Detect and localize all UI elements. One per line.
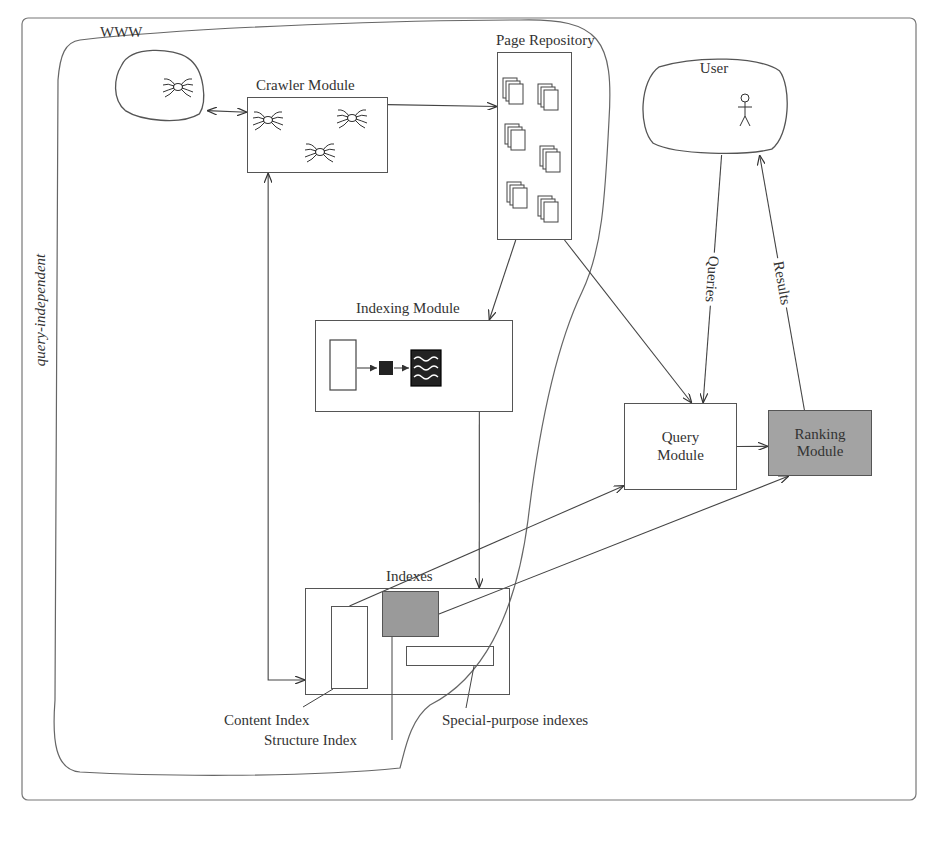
edge-label: Results (770, 256, 795, 308)
node-label: Ranking Module (785, 426, 855, 461)
connector (207, 111, 247, 113)
connector (439, 476, 789, 614)
structure-index: Structure Index (382, 591, 439, 637)
page-stack-icon (503, 78, 560, 222)
indexing-icon (330, 340, 441, 390)
indexing-box: Indexing Module (315, 320, 513, 412)
node-label: Crawler Module (256, 77, 355, 94)
node-label: Content Index (224, 712, 309, 729)
node-label: Indexes (386, 568, 433, 585)
query-box: Query Module (624, 403, 737, 490)
cloud-outline (112, 45, 207, 127)
repository-box: Page Repository (497, 52, 572, 240)
node-label: WWW (100, 24, 142, 41)
connector (268, 173, 305, 680)
connector (760, 155, 805, 410)
node-label: Page Repository (496, 32, 595, 49)
connector (489, 240, 516, 320)
connector (388, 105, 497, 107)
ranking-box: Ranking Module (768, 410, 872, 476)
connector (703, 155, 722, 403)
special-index: Special-purpose indexes (406, 646, 494, 666)
content-index: Content Index (331, 606, 368, 689)
connector (565, 240, 692, 403)
web-cloud: WWW (112, 45, 207, 127)
edge-label: Queries (702, 252, 722, 306)
connector (737, 446, 768, 447)
crawler-box: Crawler Module (247, 97, 388, 173)
connector (479, 412, 480, 588)
user-cloud: User (638, 57, 790, 155)
outer-frame (22, 18, 916, 800)
region-label: query-independent (32, 254, 49, 366)
user-figure (738, 94, 752, 126)
region-outline (54, 20, 610, 775)
node-label: User (700, 60, 728, 77)
indexes-box: IndexesContent IndexStructure IndexSpeci… (305, 588, 510, 695)
node-label: Indexing Module (356, 300, 460, 317)
node-label: Structure Index (264, 732, 357, 749)
node-label: Query Module (646, 429, 716, 464)
node-label: Special-purpose indexes (442, 712, 588, 729)
